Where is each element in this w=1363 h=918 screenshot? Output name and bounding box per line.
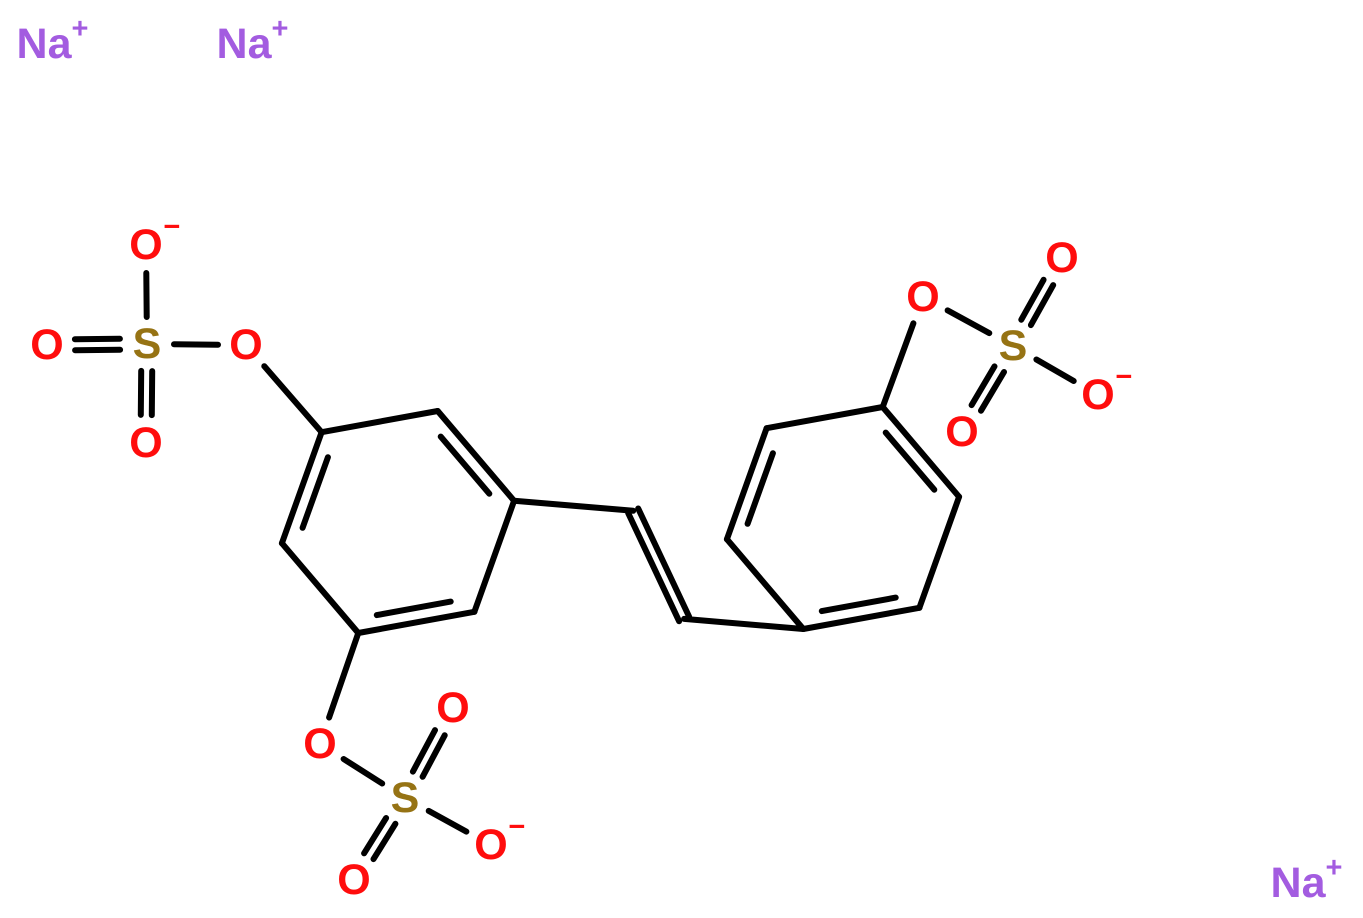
bond-S2-O2_dbl_bottom-double	[978, 369, 1007, 414]
atom-label-O3_minus: O	[474, 821, 507, 869]
bond-S2-O2_dbl_bottom-double	[968, 363, 998, 409]
bond-A4-A5-single	[278, 540, 362, 636]
bond-B6-B1-single	[723, 536, 807, 632]
atom-label-O2_dbl_bottom: O	[945, 408, 978, 456]
bond-A1-A2-aromatic	[434, 408, 518, 504]
bond-S2-O2_minus-single	[1033, 356, 1077, 384]
bond-A1-A2-aromatic-inner	[437, 433, 493, 497]
bond-B4-B5-single	[763, 404, 886, 432]
atom-label-O1_minus: O	[129, 221, 162, 269]
atom-label-S3: S	[391, 774, 420, 822]
bond-B5-B6-aromatic-inner	[744, 450, 776, 527]
bond-B3-B4-aromatic-inner	[882, 429, 938, 493]
bond-CA-CB-double	[625, 510, 683, 625]
bond-S2-O2_dbl_top-double	[1027, 282, 1057, 329]
bond-O1_bridge-A3-single	[261, 363, 325, 436]
atom-label-O1_bridge: O	[229, 321, 262, 369]
bond-B1-B2-aromatic-inner	[818, 594, 899, 615]
bond-S3-O3_dbl_bottom-double	[370, 820, 399, 863]
atom-label-S1: S	[133, 320, 162, 368]
sodium-ion-Na3-charge: +	[1326, 852, 1343, 884]
bond-S3-O3_dbl_bottom-double	[361, 815, 390, 857]
atom-label-O2_bridge: O	[906, 273, 939, 321]
bond-A6-A1-single	[471, 497, 518, 615]
atom-label-O3_minus-charge: −	[509, 811, 526, 843]
sodium-ion-Na1-charge: +	[72, 13, 89, 45]
bond-B3-B4-aromatic	[879, 404, 963, 500]
atom-label-S2: S	[999, 322, 1028, 370]
atom-label-O3_dbl_bottom: O	[337, 856, 370, 904]
bond-A2-A3-single	[318, 408, 441, 436]
bond-A3-A4-aromatic	[278, 429, 325, 547]
bond-B1-B2-aromatic	[800, 604, 923, 632]
atom-label-O3_dbl_top: O	[436, 684, 469, 732]
bond-A5-A6-aromatic-inner	[373, 598, 454, 619]
bond-B2-B3-single	[916, 493, 963, 611]
atom-label-O1_minus-charge: −	[164, 211, 181, 243]
bond-O3_bridge-A5-single	[326, 630, 362, 721]
bond-B5-B6-aromatic	[723, 425, 770, 543]
bond-A1-CA-single	[511, 497, 637, 514]
bond-S2-O2_bridge-single	[944, 307, 993, 337]
bond-O2_bridge-B4-single	[879, 320, 917, 410]
bond-S3-O3_bridge-single	[340, 756, 386, 787]
sodium-ion-Na2: Na	[217, 20, 273, 68]
sodium-ion-Na3: Na	[1271, 859, 1327, 907]
bond-S3-O3_dbl_top-double	[419, 732, 448, 780]
sodium-ion-Na2-charge: +	[272, 13, 289, 45]
atom-label-O2_minus-charge: −	[1116, 361, 1133, 393]
bond-S3-O3_minus-single	[425, 807, 470, 835]
atom-label-O1_dbl_left: O	[30, 321, 63, 369]
sodium-ion-Na1: Na	[17, 20, 73, 68]
bond-CA-CB-double	[635, 505, 693, 620]
atom-label-O2_minus: O	[1081, 371, 1114, 419]
bond-CB-B1-single	[681, 615, 807, 632]
bond-S2-O2_dbl_top-double	[1018, 276, 1047, 323]
bond-S3-O3_dbl_top-double	[409, 727, 438, 775]
atom-label-O2_dbl_top: O	[1045, 234, 1078, 282]
bond-A3-A4-aromatic-inner	[299, 454, 331, 531]
bond-A5-A6-aromatic	[355, 608, 478, 636]
atom-label-O3_bridge: O	[303, 720, 336, 768]
atom-label-O1_dbl_bottom: O	[129, 419, 162, 467]
